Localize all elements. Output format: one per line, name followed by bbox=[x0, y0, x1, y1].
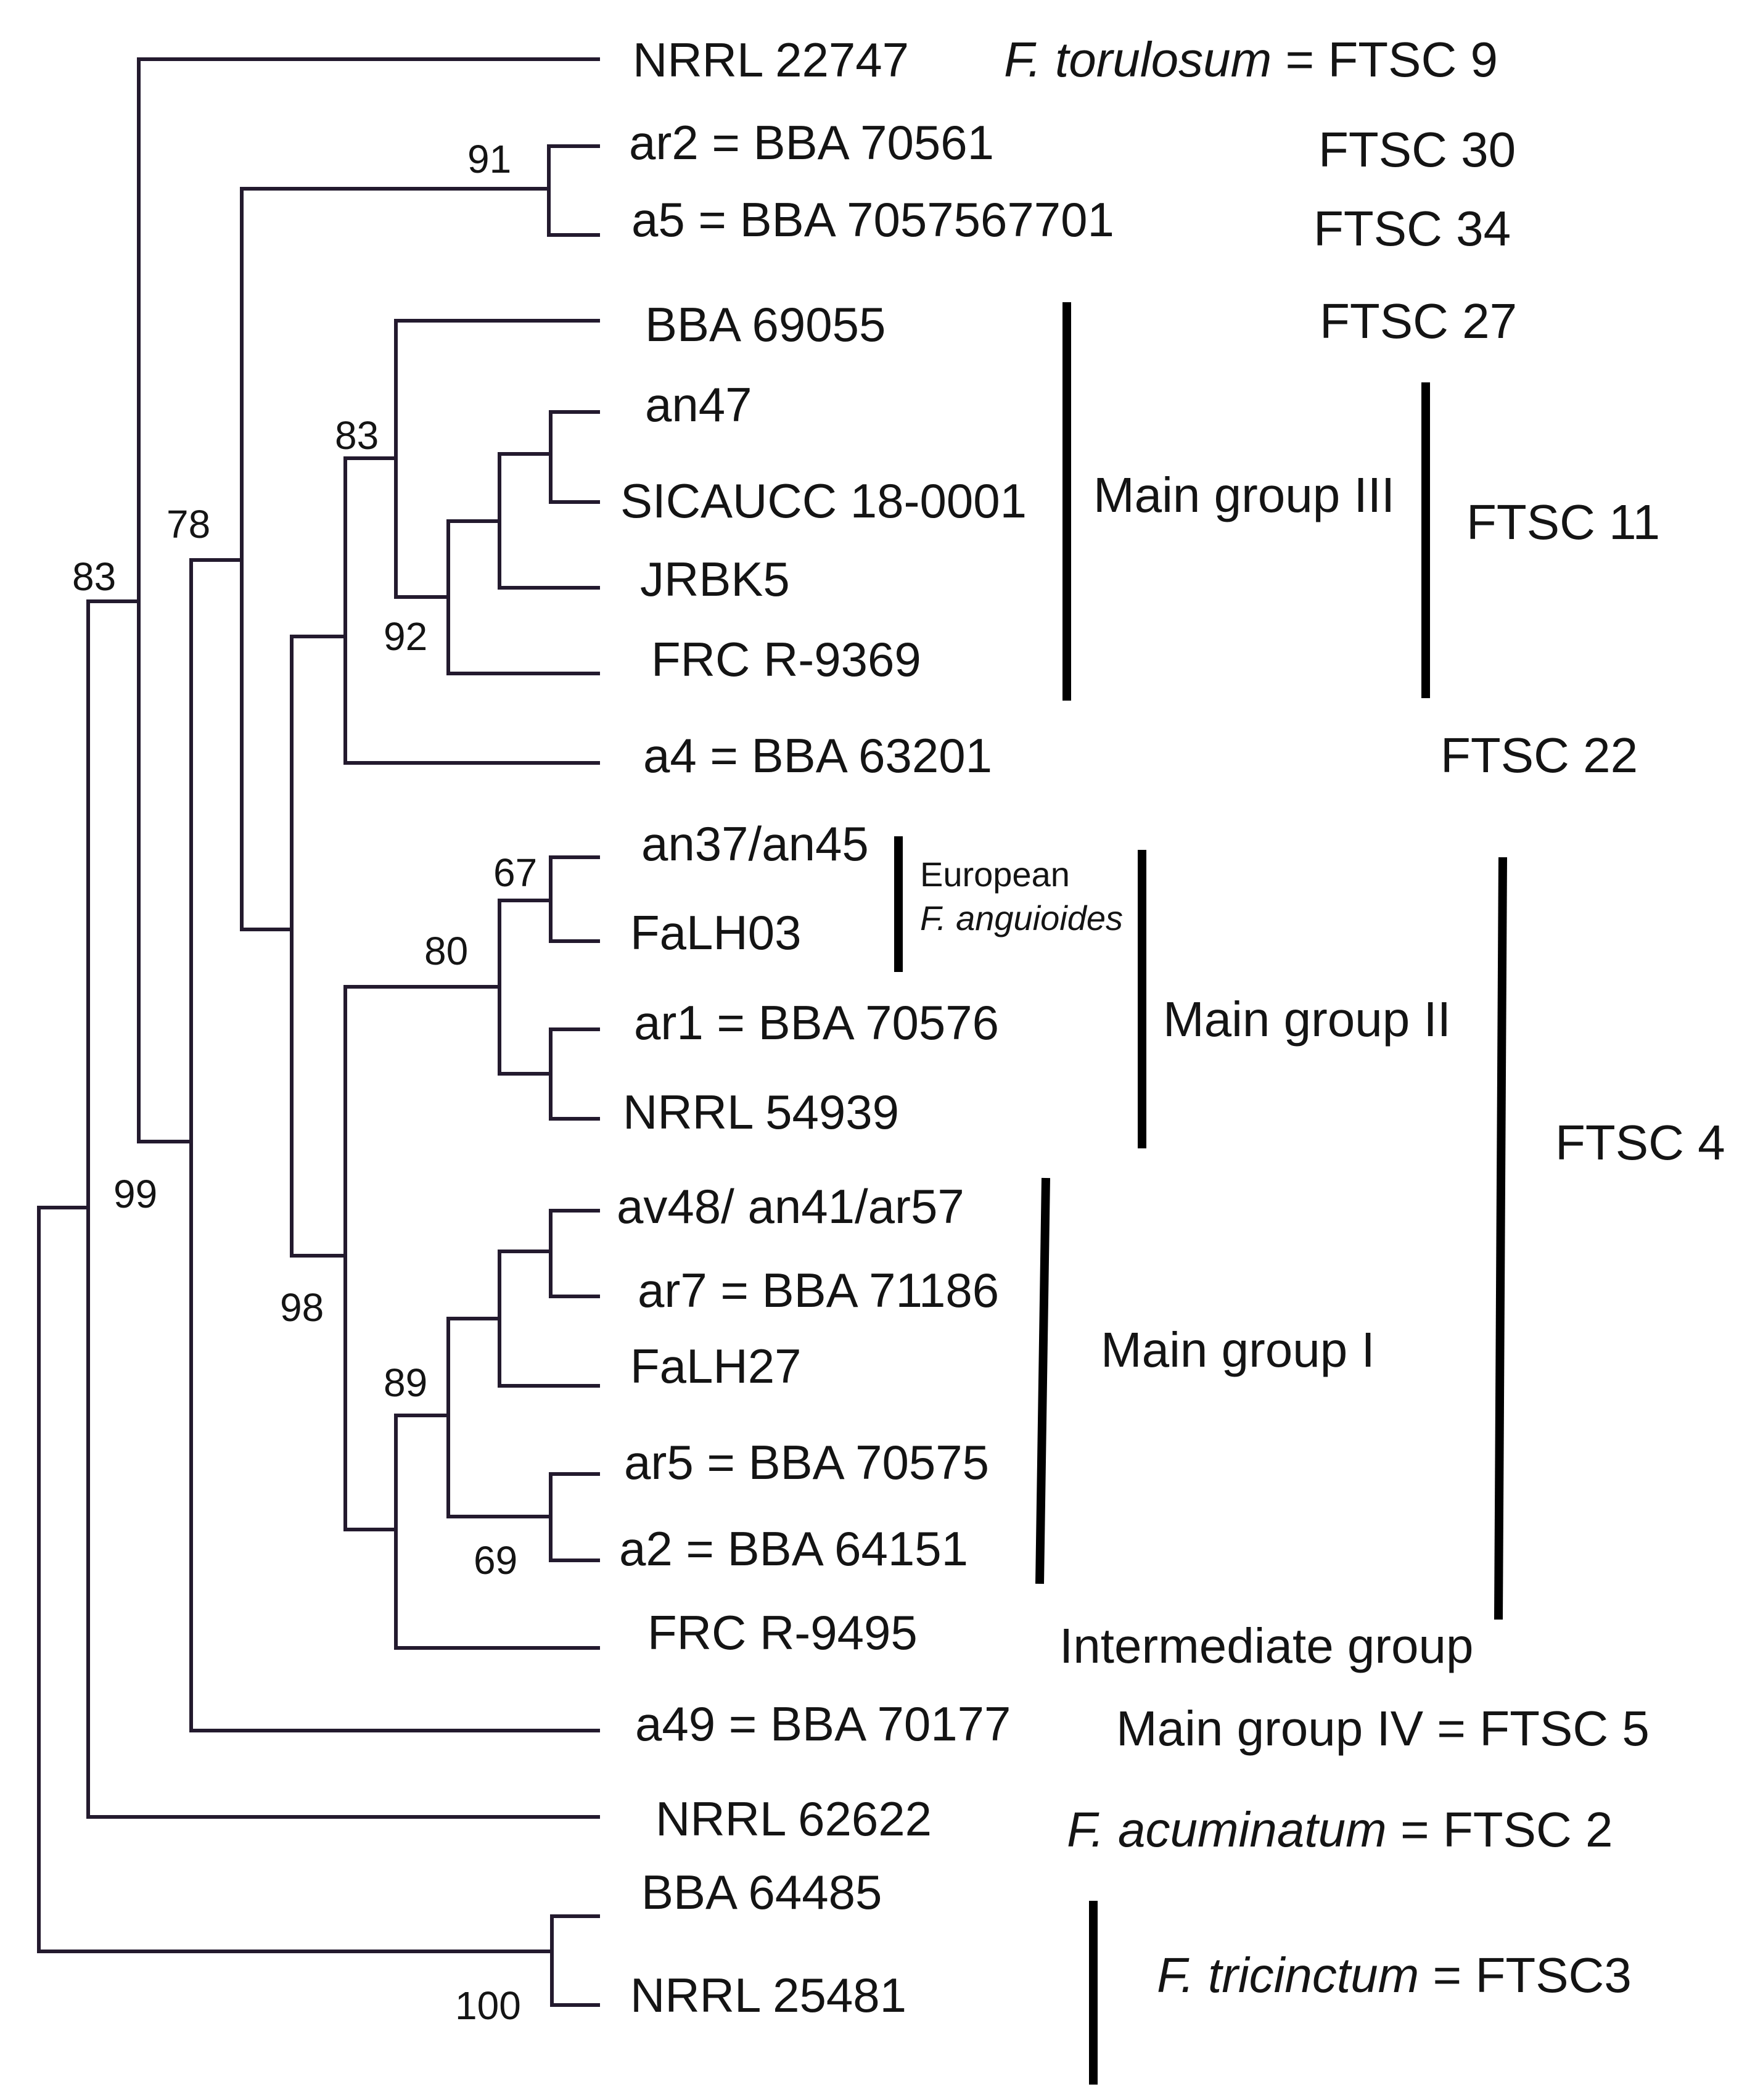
branch-node-av48 bbox=[549, 1209, 600, 1298]
branch-root bbox=[37, 1206, 554, 1953]
main-group-ii-label: Main group II bbox=[1163, 992, 1451, 1047]
ftsc4-label: FTSC 4 bbox=[1555, 1115, 1725, 1170]
taxon-label: ar2 = BBA 70561 bbox=[629, 115, 994, 170]
taxon-label: ar1 = BBA 70576 bbox=[634, 995, 999, 1050]
bootstrap-83-outer: 83 bbox=[72, 554, 116, 599]
taxon-label: JRBK5 bbox=[640, 552, 790, 606]
acuminatum-label: F. acuminatum = FTSC 2 bbox=[1067, 1802, 1613, 1857]
european-label: European bbox=[920, 855, 1070, 894]
torulosum-code: = FTSC 9 bbox=[1272, 32, 1498, 87]
ftsc22-label: FTSC 22 bbox=[1440, 728, 1638, 783]
taxon-label: NRRL 62622 bbox=[655, 1792, 932, 1846]
taxon-label: a4 = BBA 63201 bbox=[643, 728, 992, 783]
tricinctum-label: F. tricinctum = FTSC3 bbox=[1157, 1948, 1632, 2003]
main-group-i-label: Main group I bbox=[1101, 1322, 1375, 1377]
taxon-label: a5 = BBA 7057567701 bbox=[631, 192, 1114, 247]
tree-branches bbox=[37, 57, 600, 2007]
ftsc30-label: FTSC 30 bbox=[1318, 122, 1516, 177]
branch-node-89 bbox=[394, 1414, 600, 1650]
branch-node-78 bbox=[189, 558, 600, 1732]
clade-bars bbox=[894, 302, 1507, 2085]
tricinctum-code: = FTSC3 bbox=[1419, 1948, 1632, 2003]
ftsc34-label: FTSC 34 bbox=[1313, 201, 1511, 256]
branch-node-83-inner bbox=[343, 456, 600, 765]
taxon-label: FRC R-9495 bbox=[647, 1605, 918, 1660]
taxon-label: NRRL 54939 bbox=[623, 1085, 899, 1139]
acuminatum-species: F. acuminatum bbox=[1067, 1802, 1387, 1857]
branch-node-group3 bbox=[290, 635, 347, 1258]
taxon-label: av48/ an41/ar57 bbox=[617, 1179, 964, 1233]
group-labels: F. torulosum = FTSC 9 FTSC 30 FTSC 34 FT… bbox=[920, 32, 1725, 2003]
bar-ftsc4 bbox=[1494, 857, 1507, 1620]
taxon-label: FaLH03 bbox=[630, 905, 802, 960]
bootstrap-values: 91 83 92 78 83 67 80 99 98 89 69 100 bbox=[72, 137, 537, 2028]
bootstrap-98: 98 bbox=[280, 1285, 324, 1330]
torulosum-species: F. torulosum bbox=[1004, 32, 1272, 87]
intermediate-group-label: Intermediate group bbox=[1059, 1618, 1474, 1673]
bar-main-group-i bbox=[1035, 1177, 1050, 1584]
bootstrap-67: 67 bbox=[493, 850, 537, 895]
taxon-label: NRRL 25481 bbox=[630, 1968, 906, 2022]
taxon-label: ar7 = BBA 71186 bbox=[638, 1263, 999, 1317]
taxon-label: FaLH27 bbox=[630, 1339, 802, 1393]
branch-node-jrbk5 bbox=[498, 452, 600, 590]
branch-node-89-split bbox=[446, 1317, 553, 1518]
branch-node-83-outer bbox=[137, 57, 600, 1143]
main-group-iii-label: Main group III bbox=[1093, 467, 1395, 522]
taxon-label: NRRL 22747 bbox=[633, 33, 909, 87]
taxon-labels: NRRL 22747 ar2 = BBA 70561 a5 = BBA 7057… bbox=[617, 33, 1114, 2022]
branch-node-80-split bbox=[498, 899, 553, 1076]
branch-node-falh27 bbox=[498, 1250, 600, 1388]
taxon-label: FRC R-9369 bbox=[651, 632, 921, 686]
taxon-label: an37/an45 bbox=[641, 817, 869, 871]
bootstrap-92: 92 bbox=[384, 614, 427, 659]
bootstrap-80: 80 bbox=[424, 929, 468, 973]
taxon-label: BBA 64485 bbox=[641, 1865, 882, 1919]
bootstrap-83-inner: 83 bbox=[335, 413, 379, 458]
taxon-label: a2 = BBA 64151 bbox=[619, 1521, 968, 1576]
bootstrap-100: 100 bbox=[455, 1983, 521, 2028]
branch-node-92 bbox=[446, 519, 600, 675]
branch-node-80 bbox=[343, 985, 501, 1531]
taxon-label: an47 bbox=[645, 377, 752, 432]
bootstrap-89: 89 bbox=[384, 1361, 427, 1405]
taxon-label: BBA 69055 bbox=[645, 297, 886, 352]
branch-node-upper bbox=[240, 187, 551, 931]
torulosum-label: F. torulosum = FTSC 9 bbox=[1004, 32, 1498, 87]
branch-node-bba69055 bbox=[394, 319, 600, 599]
main-group-iv-label: Main group IV = FTSC 5 bbox=[1116, 1701, 1650, 1756]
tricinctum-species: F. tricinctum bbox=[1157, 1948, 1419, 2003]
branch-node-an47 bbox=[549, 410, 600, 504]
ftsc27-label: FTSC 27 bbox=[1320, 294, 1517, 348]
branch-node-67 bbox=[549, 855, 600, 943]
taxon-label: SICAUCC 18-0001 bbox=[620, 474, 1027, 528]
ftsc11-label: FTSC 11 bbox=[1466, 495, 1660, 550]
anguioides-label: F. anguioides bbox=[920, 899, 1123, 937]
bootstrap-91: 91 bbox=[467, 137, 511, 181]
branch-node-ar1 bbox=[549, 1027, 600, 1121]
bootstrap-69: 69 bbox=[474, 1538, 517, 1583]
taxon-label: ar5 = BBA 70575 bbox=[624, 1435, 989, 1489]
bootstrap-99: 99 bbox=[113, 1172, 157, 1216]
branch-node-100 bbox=[550, 1914, 600, 2007]
acuminatum-code: = FTSC 2 bbox=[1387, 1802, 1613, 1857]
branch-node-91 bbox=[547, 144, 600, 237]
branch-node-99 bbox=[86, 599, 600, 1819]
bootstrap-78: 78 bbox=[166, 502, 210, 546]
branch-node-69 bbox=[549, 1472, 600, 1562]
taxon-label: a49 = BBA 70177 bbox=[635, 1697, 1011, 1751]
